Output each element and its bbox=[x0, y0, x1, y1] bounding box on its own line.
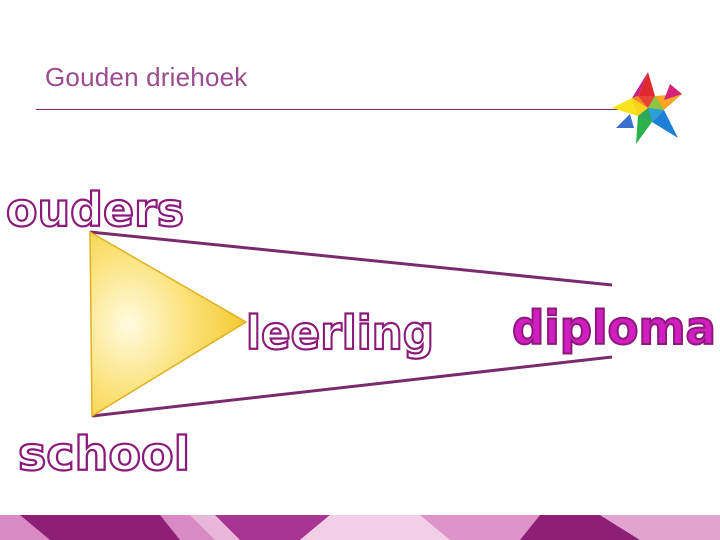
lower-connector-line bbox=[91, 355, 613, 418]
label-leerling: leerling bbox=[246, 306, 434, 360]
title-underline bbox=[36, 109, 622, 110]
golden-triangle bbox=[89, 230, 248, 418]
slide-title: Gouden driehoek bbox=[45, 62, 248, 92]
decorative-bottom-band bbox=[0, 515, 720, 540]
multicolor-star-icon bbox=[612, 72, 682, 144]
label-school: school bbox=[18, 427, 190, 481]
label-diploma: diploma bbox=[512, 301, 716, 355]
label-ouders: ouders bbox=[6, 183, 184, 237]
upper-connector-line bbox=[89, 230, 613, 287]
